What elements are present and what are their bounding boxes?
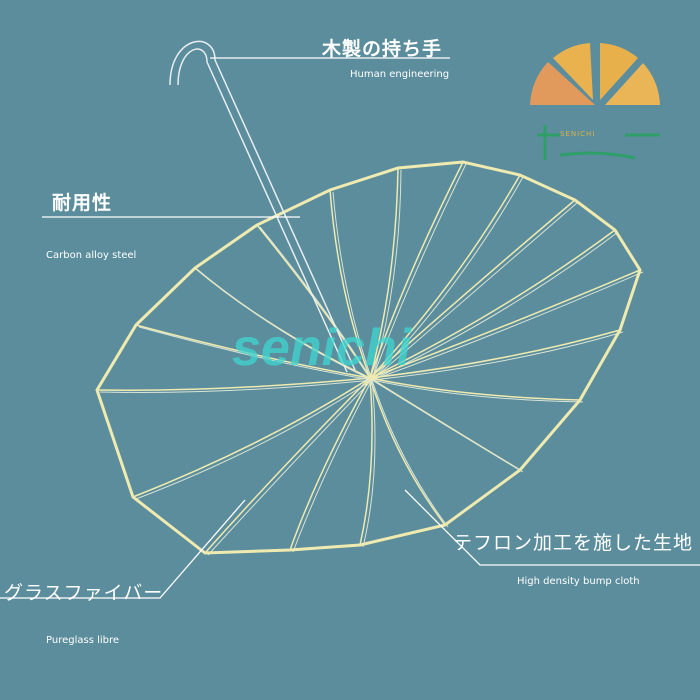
rib-inner xyxy=(371,379,524,473)
canopy-subtitle: High density bump cloth xyxy=(517,576,640,587)
canopy-title: テフロン加工を施した生地 xyxy=(453,532,694,554)
canopy-leader-line xyxy=(404,489,700,566)
rib xyxy=(369,167,399,379)
rib xyxy=(204,377,371,554)
logo-text: SENICHI xyxy=(560,130,596,138)
rib-inner xyxy=(292,379,373,553)
rib xyxy=(369,329,621,379)
rib xyxy=(132,377,371,498)
rib-inner xyxy=(259,226,373,381)
rib xyxy=(135,324,371,379)
handle-title: 木製の持ち手 xyxy=(322,38,443,60)
shaft-title: 耐用性 xyxy=(52,192,113,214)
rib-inner xyxy=(371,231,619,381)
rib-inner xyxy=(371,163,467,381)
rib-inner xyxy=(371,379,584,403)
rib xyxy=(96,377,371,391)
rib-inner xyxy=(197,269,373,381)
rib xyxy=(289,377,371,551)
rib xyxy=(369,377,581,401)
rib-inner xyxy=(135,379,373,500)
rib xyxy=(369,199,576,379)
rib xyxy=(369,269,641,379)
shaft-subtitle: Carbon alloy steel xyxy=(46,250,137,261)
ribs-title: グラスファイバー xyxy=(4,582,164,604)
rib-inner xyxy=(371,271,644,381)
rib xyxy=(359,377,373,546)
rib xyxy=(369,174,521,379)
logo-fan-icon xyxy=(530,43,660,160)
watermark: senichi xyxy=(232,319,412,377)
rib-inner xyxy=(138,326,373,381)
rib xyxy=(369,377,446,526)
rib xyxy=(256,224,371,379)
rib-inner xyxy=(371,201,579,381)
rib-inner xyxy=(371,379,449,528)
handle-shaft xyxy=(169,40,356,373)
rib-inner xyxy=(362,379,376,548)
handle-subtitle: Human engineering xyxy=(350,69,450,80)
rib xyxy=(369,161,464,379)
rib-inner xyxy=(207,379,373,556)
ribs-subtitle: Pureglass libre xyxy=(46,635,120,646)
rib xyxy=(369,229,616,379)
ribs-leader-line xyxy=(0,499,246,599)
rib-inner xyxy=(371,331,624,381)
rib xyxy=(329,189,371,379)
rib-inner xyxy=(332,191,373,381)
rib-inner xyxy=(99,379,373,393)
